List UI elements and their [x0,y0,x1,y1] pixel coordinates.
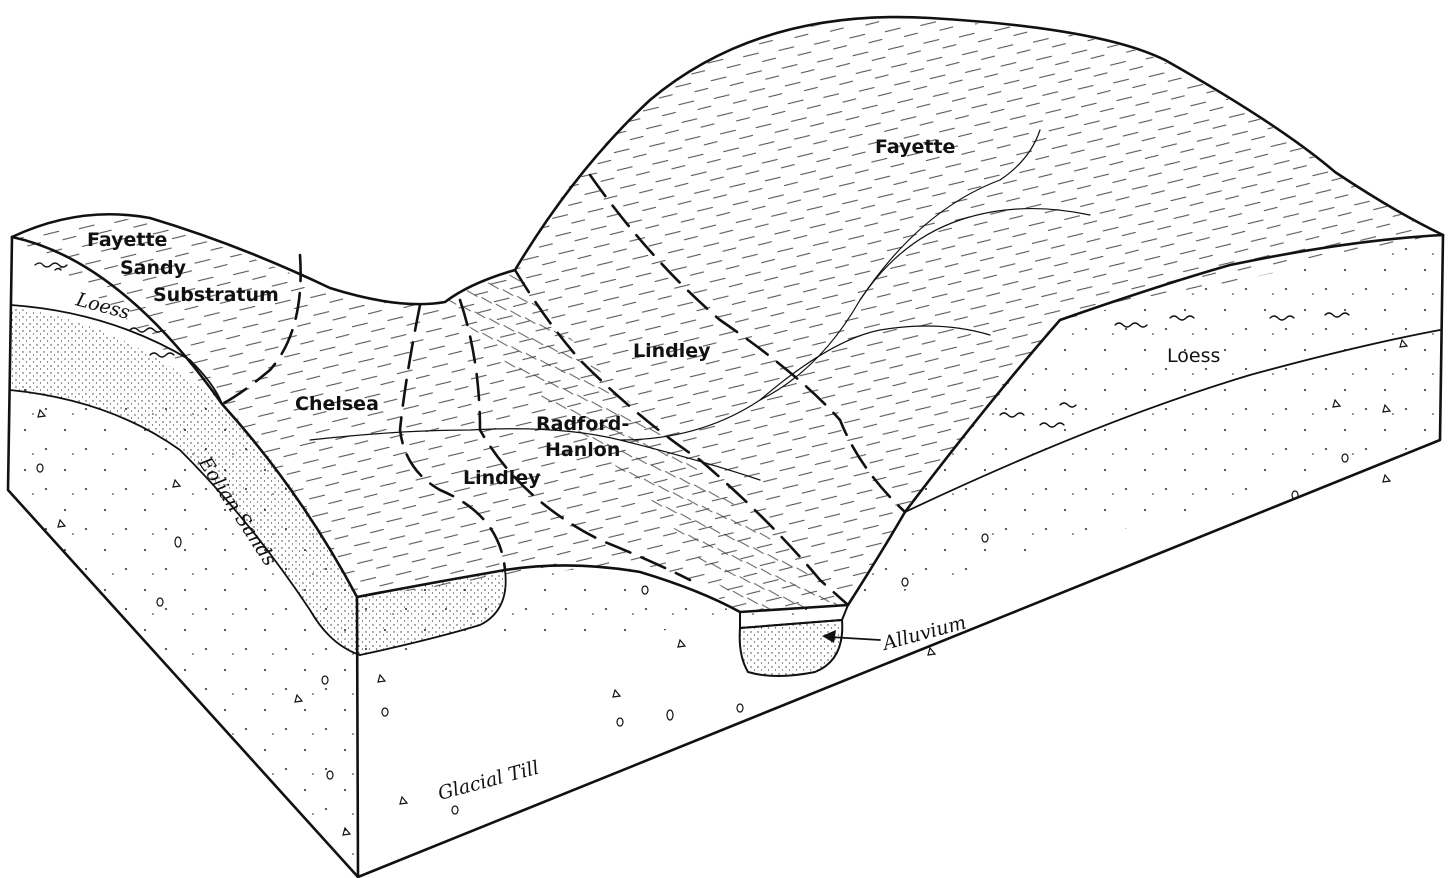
label-glacial-till: Glacial Till [436,757,542,805]
alluvium-deposit [740,620,843,676]
label-loess-right: Loess [1167,345,1220,367]
label-fayette-top: Fayette [875,136,955,158]
label-fayette-sandy-1: Fayette [87,229,167,251]
label-lindley-upper: Lindley [633,340,711,362]
label-radford-2: Hanlon [545,439,620,461]
label-radford-1: Radford- [536,413,629,435]
label-chelsea: Chelsea [295,393,379,415]
label-fayette-sandy-2: Sandy [120,257,187,279]
label-lindley-lower: Lindley [463,467,541,489]
label-fayette-sandy-3: Substratum [153,284,279,306]
